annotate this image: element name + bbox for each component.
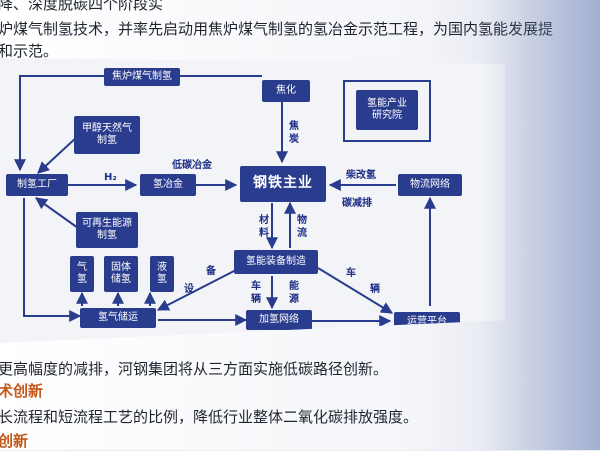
box-solid-h2: 固体 储氢 [104, 256, 138, 292]
section-heading-2: 创新 [0, 432, 29, 450]
arrow-plant-to-storage [23, 198, 82, 322]
text-line-3: 和示范。 [0, 42, 59, 60]
label-vehicle: 车 辆 [251, 281, 261, 305]
box-h2-plant: 制氢工厂 [6, 174, 68, 196]
box-gas-h2: 气 氢 [70, 256, 94, 292]
box-refuel: 加氢网络 [246, 310, 312, 330]
label-flow: 物 流 [297, 215, 307, 239]
label-coke: 焦 炭 [289, 121, 299, 145]
box-storage: 氢气储运 [80, 308, 156, 328]
box-platform: 运营平台 [394, 312, 460, 332]
right-shadow [480, 0, 600, 450]
diagram-arrows [14, 75, 436, 327]
label-low-carbon: 低碳冶金 [172, 160, 212, 171]
text-line-2: 炉煤气制氢技术，并率先启动用焦炉煤气制氢的氢冶金示范工程，为国内氢能发展提 [0, 20, 554, 38]
label-equip-b: 设 [184, 284, 194, 295]
box-logistics: 物流网络 [398, 174, 462, 196]
box-steel-main: 钢铁主业 [240, 166, 326, 202]
text-line-5: 长流程和短流程工艺的比例，降低行业整体二氧化碳排放强度。 [0, 408, 419, 426]
label-equip-a: 备 [206, 266, 216, 277]
arrow-coking-to-plant [14, 75, 262, 172]
label-car-a: 车 [346, 268, 356, 279]
arrow-renewable-to-plant [35, 197, 79, 229]
box-coke-gas-h2: 焦炉煤气制氢 [104, 68, 180, 86]
hydrogen-diagram: 焦炉煤气制氢 焦化 氢能产业 研究院 甲醇天然气 制氢 制氢工厂 氢冶金 钢铁主… [0, 58, 505, 343]
label-diesel-h2: 柴改氢 [346, 170, 376, 181]
text-line-4: 更高幅度的减排，河钢集团将从三方面实施低碳路径创新。 [0, 360, 389, 378]
research-frame [343, 80, 431, 142]
text-line-1: 降、深度脱碳四个阶段实 [0, 0, 164, 13]
box-equipment: 氢能装备制造 [234, 250, 318, 274]
arrow-equipment-to-storage [156, 269, 237, 311]
box-methanol-gas-h2: 甲醇天然气 制氢 [74, 116, 140, 154]
section-heading-1: 术创新 [0, 382, 44, 400]
label-material: 材 料 [259, 215, 269, 239]
box-liquid-h2: 液 氢 [150, 256, 174, 292]
label-energy: 能 源 [289, 281, 299, 305]
box-research: 氢能产业 研究院 [356, 90, 418, 130]
box-coking: 焦化 [262, 80, 310, 102]
box-h2-metallurgy: 氢冶金 [140, 174, 196, 196]
label-car-b: 辆 [370, 284, 380, 295]
label-h2: H₂ [104, 172, 117, 183]
label-carbon-cut: 碳减排 [342, 198, 372, 209]
box-renewable-h2: 可再生能源 制氢 [76, 212, 138, 248]
arrow-equipment-to-platform [317, 267, 394, 314]
arrow-methanol-to-plant [37, 135, 79, 174]
